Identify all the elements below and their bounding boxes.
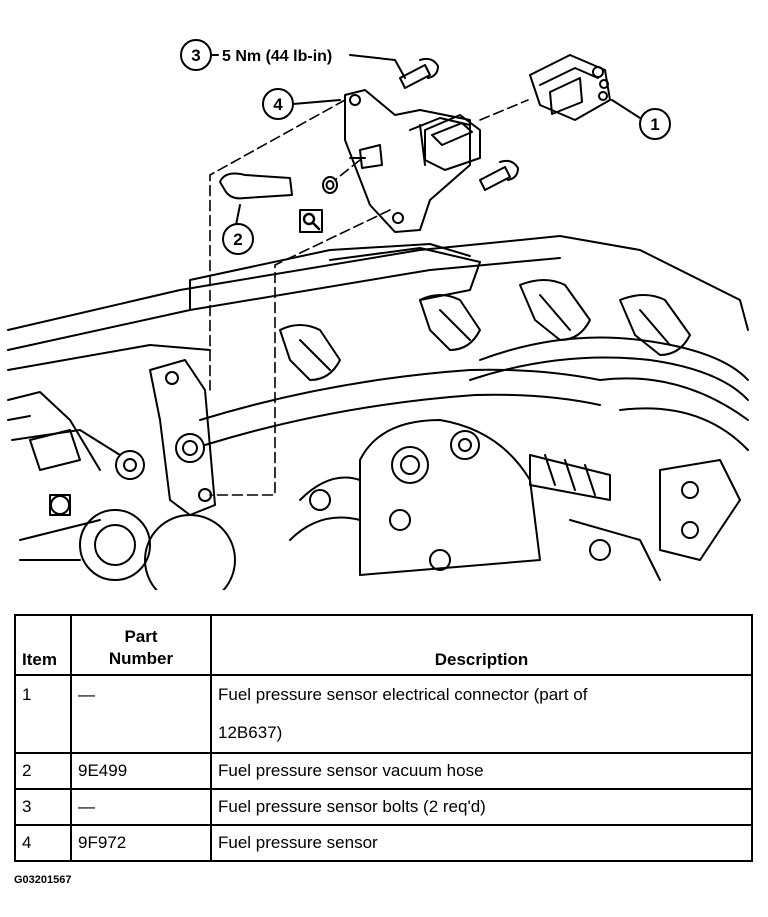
header-part-line1: Part — [124, 627, 158, 646]
cell-description: Fuel pressure sensor bolts (2 req'd) — [210, 788, 753, 826]
callout-1: 1 — [611, 99, 671, 140]
callout-2-label: 2 — [233, 230, 242, 249]
cell-description: Fuel pressure sensor electrical connecto… — [210, 674, 753, 754]
table-row: 4 9F972 Fuel pressure sensor — [14, 824, 753, 862]
cell-item: 1 — [14, 674, 72, 754]
cell-description: Fuel pressure sensor — [210, 824, 753, 862]
torque-spec: 5 Nm (44 lb-in) — [222, 48, 332, 65]
cell-description: Fuel pressure sensor vacuum hose — [210, 752, 753, 790]
cell-description-line2: 12B637) — [218, 723, 283, 742]
callout-3-label: 3 — [191, 46, 200, 65]
table-row: 3 — Fuel pressure sensor bolts (2 req'd) — [14, 788, 753, 826]
callout-4: 4 — [262, 88, 341, 120]
vacuum-hose — [219, 172, 338, 200]
header-part-number: Part Number — [70, 614, 212, 676]
sensor-bolts — [399, 57, 519, 191]
cell-part: 9F972 — [70, 824, 212, 862]
table-row: 2 9E499 Fuel pressure sensor vacuum hose — [14, 752, 753, 790]
header-part-line2: Number — [108, 649, 174, 668]
cell-part: 9E499 — [70, 752, 212, 790]
header-description: Description — [210, 614, 753, 676]
callout-1-label: 1 — [650, 115, 659, 134]
lower-engine-left — [19, 429, 236, 590]
table-header-row: Item Part Number Description — [14, 614, 753, 676]
cell-description-line1: Fuel pressure sensor electrical connecto… — [218, 685, 588, 704]
table-row: 1 — Fuel pressure sensor electrical conn… — [14, 674, 753, 754]
leader-lines — [209, 99, 529, 496]
callout-2: 2 — [222, 204, 254, 255]
cell-item: 4 — [14, 824, 72, 862]
callout-3: 3 — [180, 39, 406, 79]
intake-manifold — [7, 235, 749, 471]
electrical-connector — [529, 54, 611, 121]
callout-4-label: 4 — [273, 95, 283, 114]
fuel-rail — [199, 368, 601, 446]
throttle-body — [289, 419, 741, 581]
sensor-mount-bracket — [149, 359, 216, 516]
cell-item: 2 — [14, 752, 72, 790]
cell-part: — — [70, 674, 212, 754]
cell-item: 3 — [14, 788, 72, 826]
header-item: Item — [14, 614, 72, 676]
cell-part: — — [70, 788, 212, 826]
inspect-magnifier-icon — [299, 209, 323, 233]
fuel-pressure-sensor — [344, 89, 481, 233]
parts-table: Item Part Number Description 1 — Fuel pr… — [14, 614, 753, 862]
figure-id: G03201567 — [14, 874, 72, 886]
engine-illustration: 1 2 3 4 5 Nm (44 lb-in) — [7, 39, 749, 590]
